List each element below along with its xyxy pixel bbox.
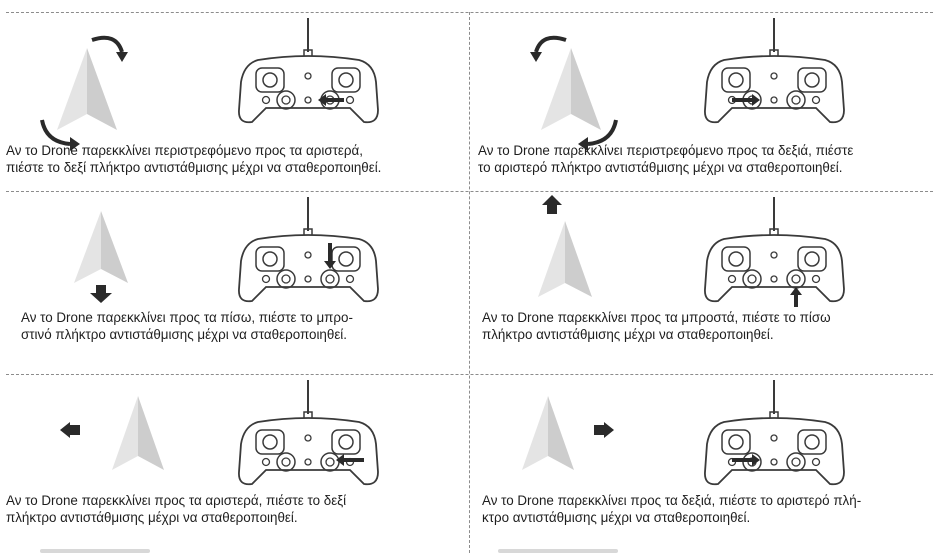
caption-line-1: Αν το Drone παρεκκλίνει προς τα αριστερά… <box>6 493 347 508</box>
paper-plane-up-arrow-icon <box>520 193 610 303</box>
caption-line-2: το αριστερό πλήκτρο αντιστάθμισης μέχρι … <box>478 160 843 175</box>
cut-off-text-left <box>40 549 150 553</box>
paper-plane-right-arrow-icon <box>512 392 642 482</box>
caption-line-1: Αν το Drone παρεκκλίνει περιστρεφόμενο π… <box>478 143 854 158</box>
remote-back-trim-button-icon <box>702 191 847 309</box>
paper-plane-rotate-cw-icon <box>516 26 626 151</box>
paper-plane-down-arrow-icon <box>56 203 146 303</box>
remote-right-trim-button-icon <box>236 374 381 492</box>
caption-line-1: Αν το Drone παρεκκλίνει προς τα δεξιά, π… <box>482 493 862 508</box>
caption-line-2: πλήκτρο αντιστάθμισης μέχρι να σταθεροπο… <box>6 510 298 525</box>
panel-drift-forward: Αν το Drone παρεκκλίνει προς τα μπροστά,… <box>470 191 939 374</box>
caption-drift-forward: Αν το Drone παρεκκλίνει προς τα μπροστά,… <box>482 309 922 343</box>
paper-plane-rotate-ccw-icon <box>32 26 142 151</box>
caption-drift-right: Αν το Drone παρεκκλίνει προς τα δεξιά, π… <box>482 492 932 526</box>
caption-drift-left: Αν το Drone παρεκκλίνει προς τα αριστερά… <box>6 492 464 526</box>
column-divider <box>469 12 470 553</box>
caption-rotate-right: Αν το Drone παρεκκλίνει περιστρεφόμενο π… <box>478 142 936 176</box>
remote-left-trim-button-icon <box>702 374 847 492</box>
panel-drift-back: Αν το Drone παρεκκλίνει προς τα πίσω, πι… <box>0 191 469 374</box>
panel-drift-left: Αν το Drone παρεκκλίνει προς τα αριστερά… <box>0 374 469 553</box>
caption-drift-back: Αν το Drone παρεκκλίνει προς τα πίσω, πι… <box>21 309 461 343</box>
panel-rotate-left: Αν το Drone παρεκκλίνει περιστρεφόμενο π… <box>0 12 469 191</box>
caption-line-2: πλήκτρο αντιστάθμισης μέχρι να σταθεροπο… <box>482 327 774 342</box>
remote-forward-trim-button-icon <box>236 191 381 309</box>
panel-rotate-right: Αν το Drone παρεκκλίνει περιστρεφόμενο π… <box>470 12 939 191</box>
remote-left-trim-button-icon <box>702 12 847 130</box>
cut-off-text-right <box>498 549 618 553</box>
caption-line-2: στινό πλήκτρο αντιστάθμισης μέχρι να στα… <box>21 327 347 342</box>
caption-line-1: Αν το Drone παρεκκλίνει περιστρεφόμενο π… <box>6 143 363 158</box>
caption-line-2: κτρο αντιστάθμισης μέχρι να σταθεροποιηθ… <box>482 510 751 525</box>
caption-line-1: Αν το Drone παρεκκλίνει προς τα πίσω, πι… <box>21 310 353 325</box>
panel-drift-right: Αν το Drone παρεκκλίνει προς τα δεξιά, π… <box>470 374 939 553</box>
paper-plane-left-arrow-icon <box>56 392 186 482</box>
caption-line-1: Αν το Drone παρεκκλίνει προς τα μπροστά,… <box>482 310 831 325</box>
remote-right-trim-button-icon <box>236 12 381 130</box>
caption-rotate-left: Αν το Drone παρεκκλίνει περιστρεφόμενο π… <box>6 142 464 176</box>
caption-line-2: πιέστε το δεξί πλήκτρο αντιστάθμισης μέχ… <box>6 160 382 175</box>
